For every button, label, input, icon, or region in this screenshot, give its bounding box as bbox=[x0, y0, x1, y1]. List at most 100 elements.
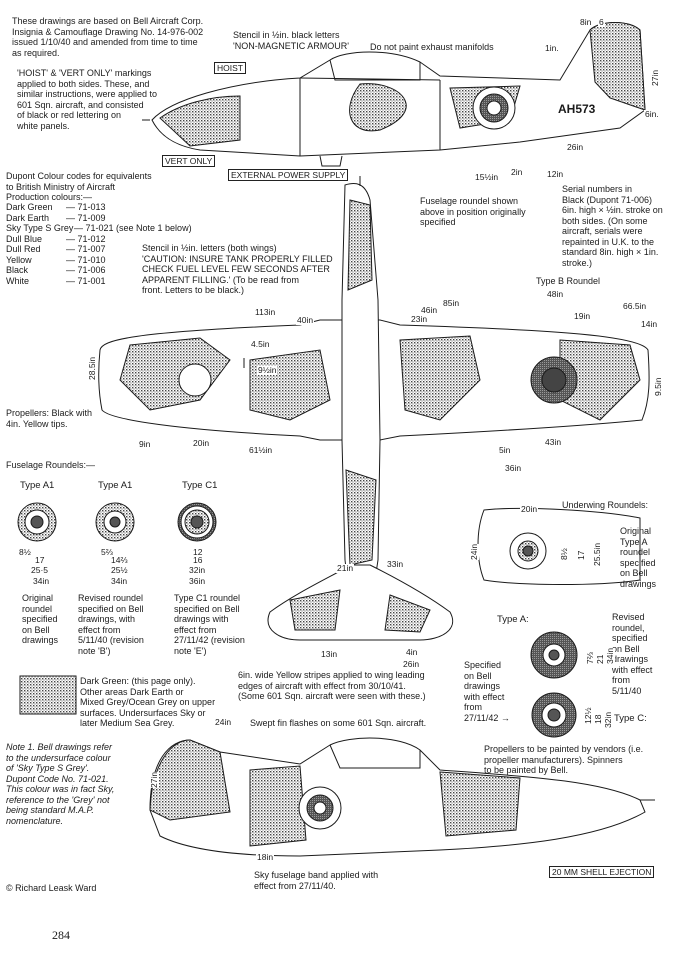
page-number: 284 bbox=[52, 928, 70, 942]
hoist-panel: HOIST bbox=[214, 62, 246, 74]
dim-roundel-a1r-1: 5⅔ bbox=[100, 547, 114, 557]
underwing-type-c-label: Type C: bbox=[614, 713, 647, 724]
dim-wing-14: 14in bbox=[640, 319, 659, 329]
dim-roundel-a1-3: 25·5 bbox=[30, 565, 50, 575]
dim-wing-23: 23in bbox=[410, 314, 429, 324]
dupont-row: Sky Type S Grey— 71-021 (see Note 1 belo… bbox=[6, 223, 192, 233]
dim-tail-4: 4in bbox=[405, 647, 419, 657]
dim-under-8: 8½ bbox=[559, 548, 569, 560]
dim-roundel-c1-1: 12 bbox=[192, 547, 204, 557]
dupont-row: Dull Red— 71-007 bbox=[6, 244, 106, 254]
dim-under-20: 20in bbox=[520, 504, 539, 514]
dim-roundel-c1-2: 16 bbox=[192, 555, 204, 565]
roundel-type-a1-original-label: Type A1 bbox=[20, 480, 55, 491]
dim-wing-19: 19in bbox=[573, 311, 592, 321]
dim-roundel-a1-4: 34in bbox=[32, 576, 51, 586]
dim-top-2: 2in bbox=[510, 167, 524, 177]
note-1: Note 1. Bell drawings refer to the under… bbox=[6, 742, 115, 826]
dim-top-1: 1in. bbox=[544, 43, 560, 53]
dim-top-12: 12in bbox=[546, 169, 565, 179]
underwing-title: Underwing Roundels: bbox=[562, 500, 649, 510]
dupont-row: White— 71-001 bbox=[6, 275, 106, 286]
dim-tail-33: 33in bbox=[386, 559, 405, 569]
dim-under-7: 7⅔ bbox=[585, 652, 595, 664]
side-view-top bbox=[142, 22, 646, 167]
exhaust-note: Do not paint exhaust manifolds bbox=[370, 42, 494, 52]
dim-top-15: 15½in bbox=[474, 172, 500, 182]
dim-wing-113: 113in bbox=[254, 307, 277, 317]
dupont-row: Dark Earth— 71-009 bbox=[6, 212, 106, 223]
dim-roundel-c1-3: 32in bbox=[188, 565, 207, 575]
dim-roundel-a1-2: 17 bbox=[34, 555, 46, 565]
dim-top-8: 8in bbox=[579, 17, 593, 27]
dim-wing-46: 46in bbox=[420, 305, 439, 315]
dim-wing-9in: 9in bbox=[138, 439, 152, 449]
dim-side-27: 27in bbox=[149, 771, 159, 788]
dim-wing-95b: 9.5in bbox=[653, 377, 663, 396]
dim-top-6: 6 bbox=[598, 17, 605, 27]
dim-top-26: 26in bbox=[566, 142, 585, 152]
dupont-list: Dark Green— 71-013 Dark Earth— 71-009 Sk… bbox=[6, 202, 192, 286]
dim-roundel-a1-1: 8½ bbox=[18, 547, 32, 557]
dim-roundel-a1r-4: 34in bbox=[110, 576, 129, 586]
hoist-vert-note: 'HOIST' & 'VERT ONLY' markings applied t… bbox=[17, 68, 158, 131]
vert-only-panel: VERT ONLY bbox=[162, 155, 216, 167]
caution-stencil-note: Stencil in ½in. letters (both wings) 'CA… bbox=[142, 243, 333, 295]
underwing-revised-caption: Revised roundel, specified on Bell drawi… bbox=[612, 612, 653, 696]
dim-wing-85: 85in bbox=[442, 298, 461, 308]
dim-under-34: 34in bbox=[605, 647, 615, 664]
dim-wing-43: 43in bbox=[544, 437, 563, 447]
dim-tail-21: 21in bbox=[336, 563, 355, 573]
dim-wing-40: 40in bbox=[296, 315, 315, 325]
roundel-c1-caption: Type C1 roundel specified on Bell drawin… bbox=[174, 593, 245, 656]
dim-wing-285: 28.5in bbox=[87, 356, 97, 380]
dupont-row: Black— 71-006 bbox=[6, 265, 106, 275]
dim-under-255: 25.5in bbox=[592, 542, 602, 566]
underwing-type-a-label: Type A: bbox=[497, 614, 529, 625]
dim-wing-45: 4.5in bbox=[250, 339, 271, 349]
dark-green-swatch bbox=[19, 675, 77, 715]
dim-wing-20: 20in bbox=[192, 438, 211, 448]
plan-view bbox=[98, 176, 650, 641]
dim-under-12: 12½ bbox=[583, 707, 593, 724]
dim-under-18: 18 bbox=[593, 714, 603, 724]
basis-note: These drawings are based on Bell Aircraf… bbox=[12, 16, 204, 58]
dim-roundel-a1r-3: 25½ bbox=[110, 565, 129, 575]
dim-wing-665: 66.5in bbox=[622, 301, 648, 311]
dim-under-24: 24in bbox=[469, 543, 479, 560]
dim-tail-13: 13in bbox=[320, 649, 339, 659]
swept-fin-note: Swept fin flashes on some 601 Sqn. aircr… bbox=[250, 718, 427, 728]
dim-wing-36: 36in bbox=[504, 463, 523, 473]
dim-wing-615: 61½in bbox=[248, 445, 274, 455]
copyright: © Richard Leask Ward bbox=[6, 883, 97, 893]
dark-green-legend: Dark Green: (this page only). Other area… bbox=[80, 676, 216, 728]
dupont-row: Yellow— 71-010 bbox=[6, 254, 106, 265]
dim-top-27: 27in bbox=[650, 69, 660, 86]
dim-roundel-c1-4: 36in bbox=[188, 576, 207, 586]
dim-under-17: 17 bbox=[576, 550, 586, 560]
dim-tail-26: 26in bbox=[402, 659, 421, 669]
roundel-a1-original-caption: Original roundel specified on Bell drawi… bbox=[22, 593, 59, 645]
fuselage-roundels-title: Fuselage Roundels:— bbox=[6, 460, 96, 470]
shell-ejection-panel: 20 MM SHELL EJECTION bbox=[549, 866, 655, 878]
specified-c-caption: Specified on Bell drawings with effect f… bbox=[464, 660, 510, 723]
dim-wing-95: 9½in bbox=[257, 365, 278, 375]
serial-numbers-note: Serial numbers in Black (Dupont 71-006) … bbox=[562, 184, 663, 268]
propellers-vendors-note: Propellers to be painted by vendors (i.e… bbox=[484, 744, 644, 775]
dim-under-21: 21 bbox=[595, 654, 605, 664]
underwing-original-caption: Original Type A roundel specified on Bel… bbox=[620, 526, 657, 589]
dupont-title: Dupont Colour codes for equivalents to B… bbox=[6, 171, 152, 202]
yellow-stripes-note: 6in. wide Yellow stripes applied to wing… bbox=[238, 670, 426, 701]
dim-side-24: 24in bbox=[214, 717, 233, 727]
propellers-black-note: Propellers: Black with 4in. Yellow tips. bbox=[6, 408, 93, 429]
dim-roundel-a1r-2: 14⅔ bbox=[110, 555, 129, 565]
roundel-type-c1-label: Type C1 bbox=[182, 480, 218, 491]
external-power-panel: EXTERNAL POWER SUPPLY bbox=[228, 169, 349, 181]
dim-wing-48: 48in bbox=[546, 289, 565, 299]
sky-band-note: Sky fuselage band applied with effect fr… bbox=[254, 870, 379, 891]
dim-top-6in: 6in. bbox=[644, 109, 660, 119]
roundel-type-a1-revised-label: Type A1 bbox=[98, 480, 133, 491]
stencil-armour-note: Stencil in ½in. black letters 'NON-MAGNE… bbox=[233, 30, 349, 51]
type-b-roundel-label: Type B Roundel bbox=[536, 276, 601, 286]
